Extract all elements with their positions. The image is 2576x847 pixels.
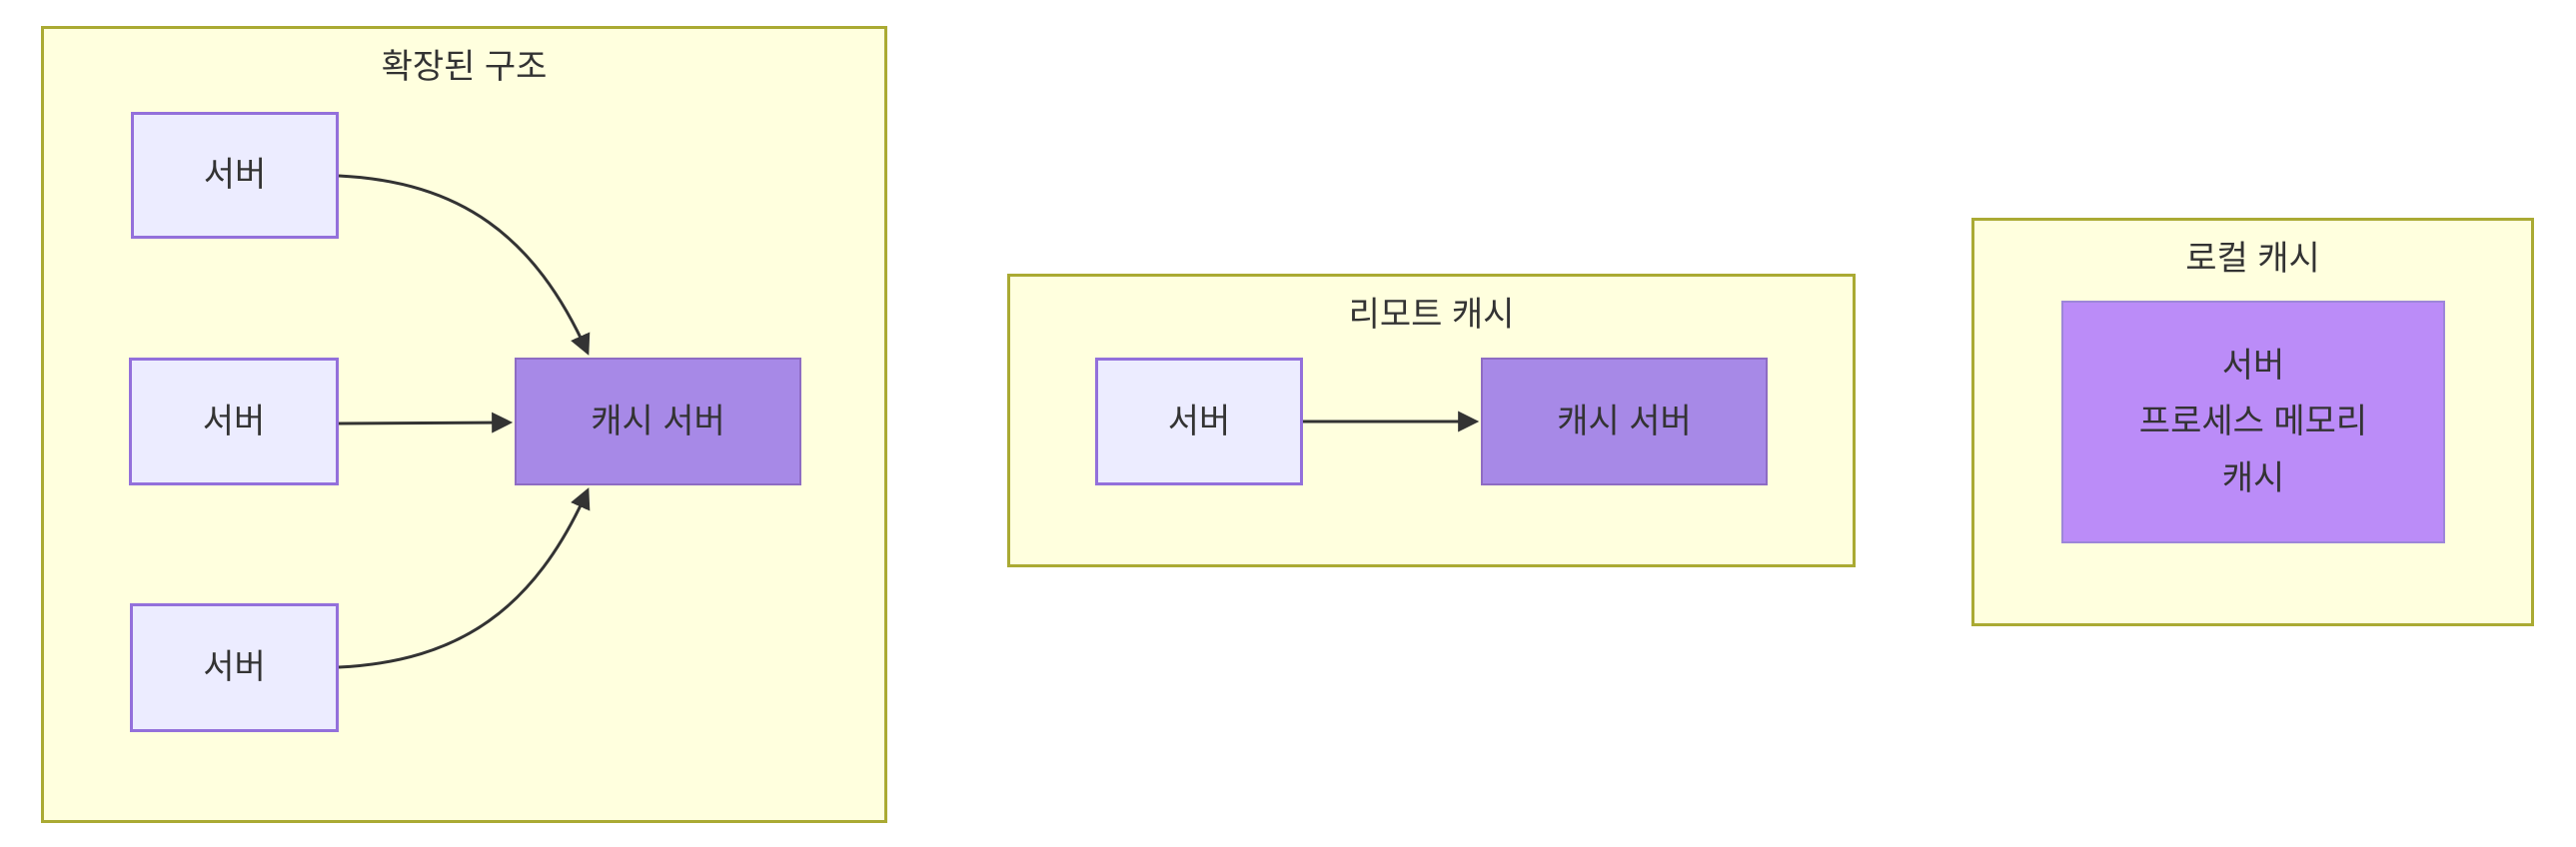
node-expanded-cache-server: 캐시 서버 bbox=[515, 358, 801, 485]
node-local-cache-line-3: 캐시 bbox=[2221, 458, 2285, 497]
node-remote-server-label: 서버 bbox=[1167, 402, 1231, 440]
node-expanded-server-1: 서버 bbox=[131, 112, 339, 239]
node-expanded-server-3: 서버 bbox=[130, 603, 339, 732]
node-local-process-memory-cache: 서버 프로세스 메모리 캐시 bbox=[2061, 301, 2445, 543]
node-expanded-server-3-label: 서버 bbox=[203, 648, 266, 687]
node-remote-cache-server-label: 캐시 서버 bbox=[1557, 402, 1692, 440]
node-expanded-server-1-label: 서버 bbox=[203, 156, 267, 195]
node-local-cache-line-1: 서버 bbox=[2221, 347, 2285, 386]
node-remote-cache-server: 캐시 서버 bbox=[1481, 358, 1768, 485]
node-expanded-server-2-label: 서버 bbox=[202, 402, 266, 440]
node-local-cache-line-2: 프로세스 메모리 bbox=[2138, 403, 2368, 441]
subgraph-expanded-title: 확장된 구조 bbox=[381, 48, 548, 86]
node-expanded-server-2: 서버 bbox=[129, 358, 339, 485]
node-remote-server: 서버 bbox=[1095, 358, 1303, 485]
node-expanded-cache-server-label: 캐시 서버 bbox=[591, 402, 725, 440]
subgraph-remote-title: 리모트 캐시 bbox=[1348, 296, 1515, 334]
subgraph-local-title: 로컬 캐시 bbox=[2185, 240, 2320, 278]
